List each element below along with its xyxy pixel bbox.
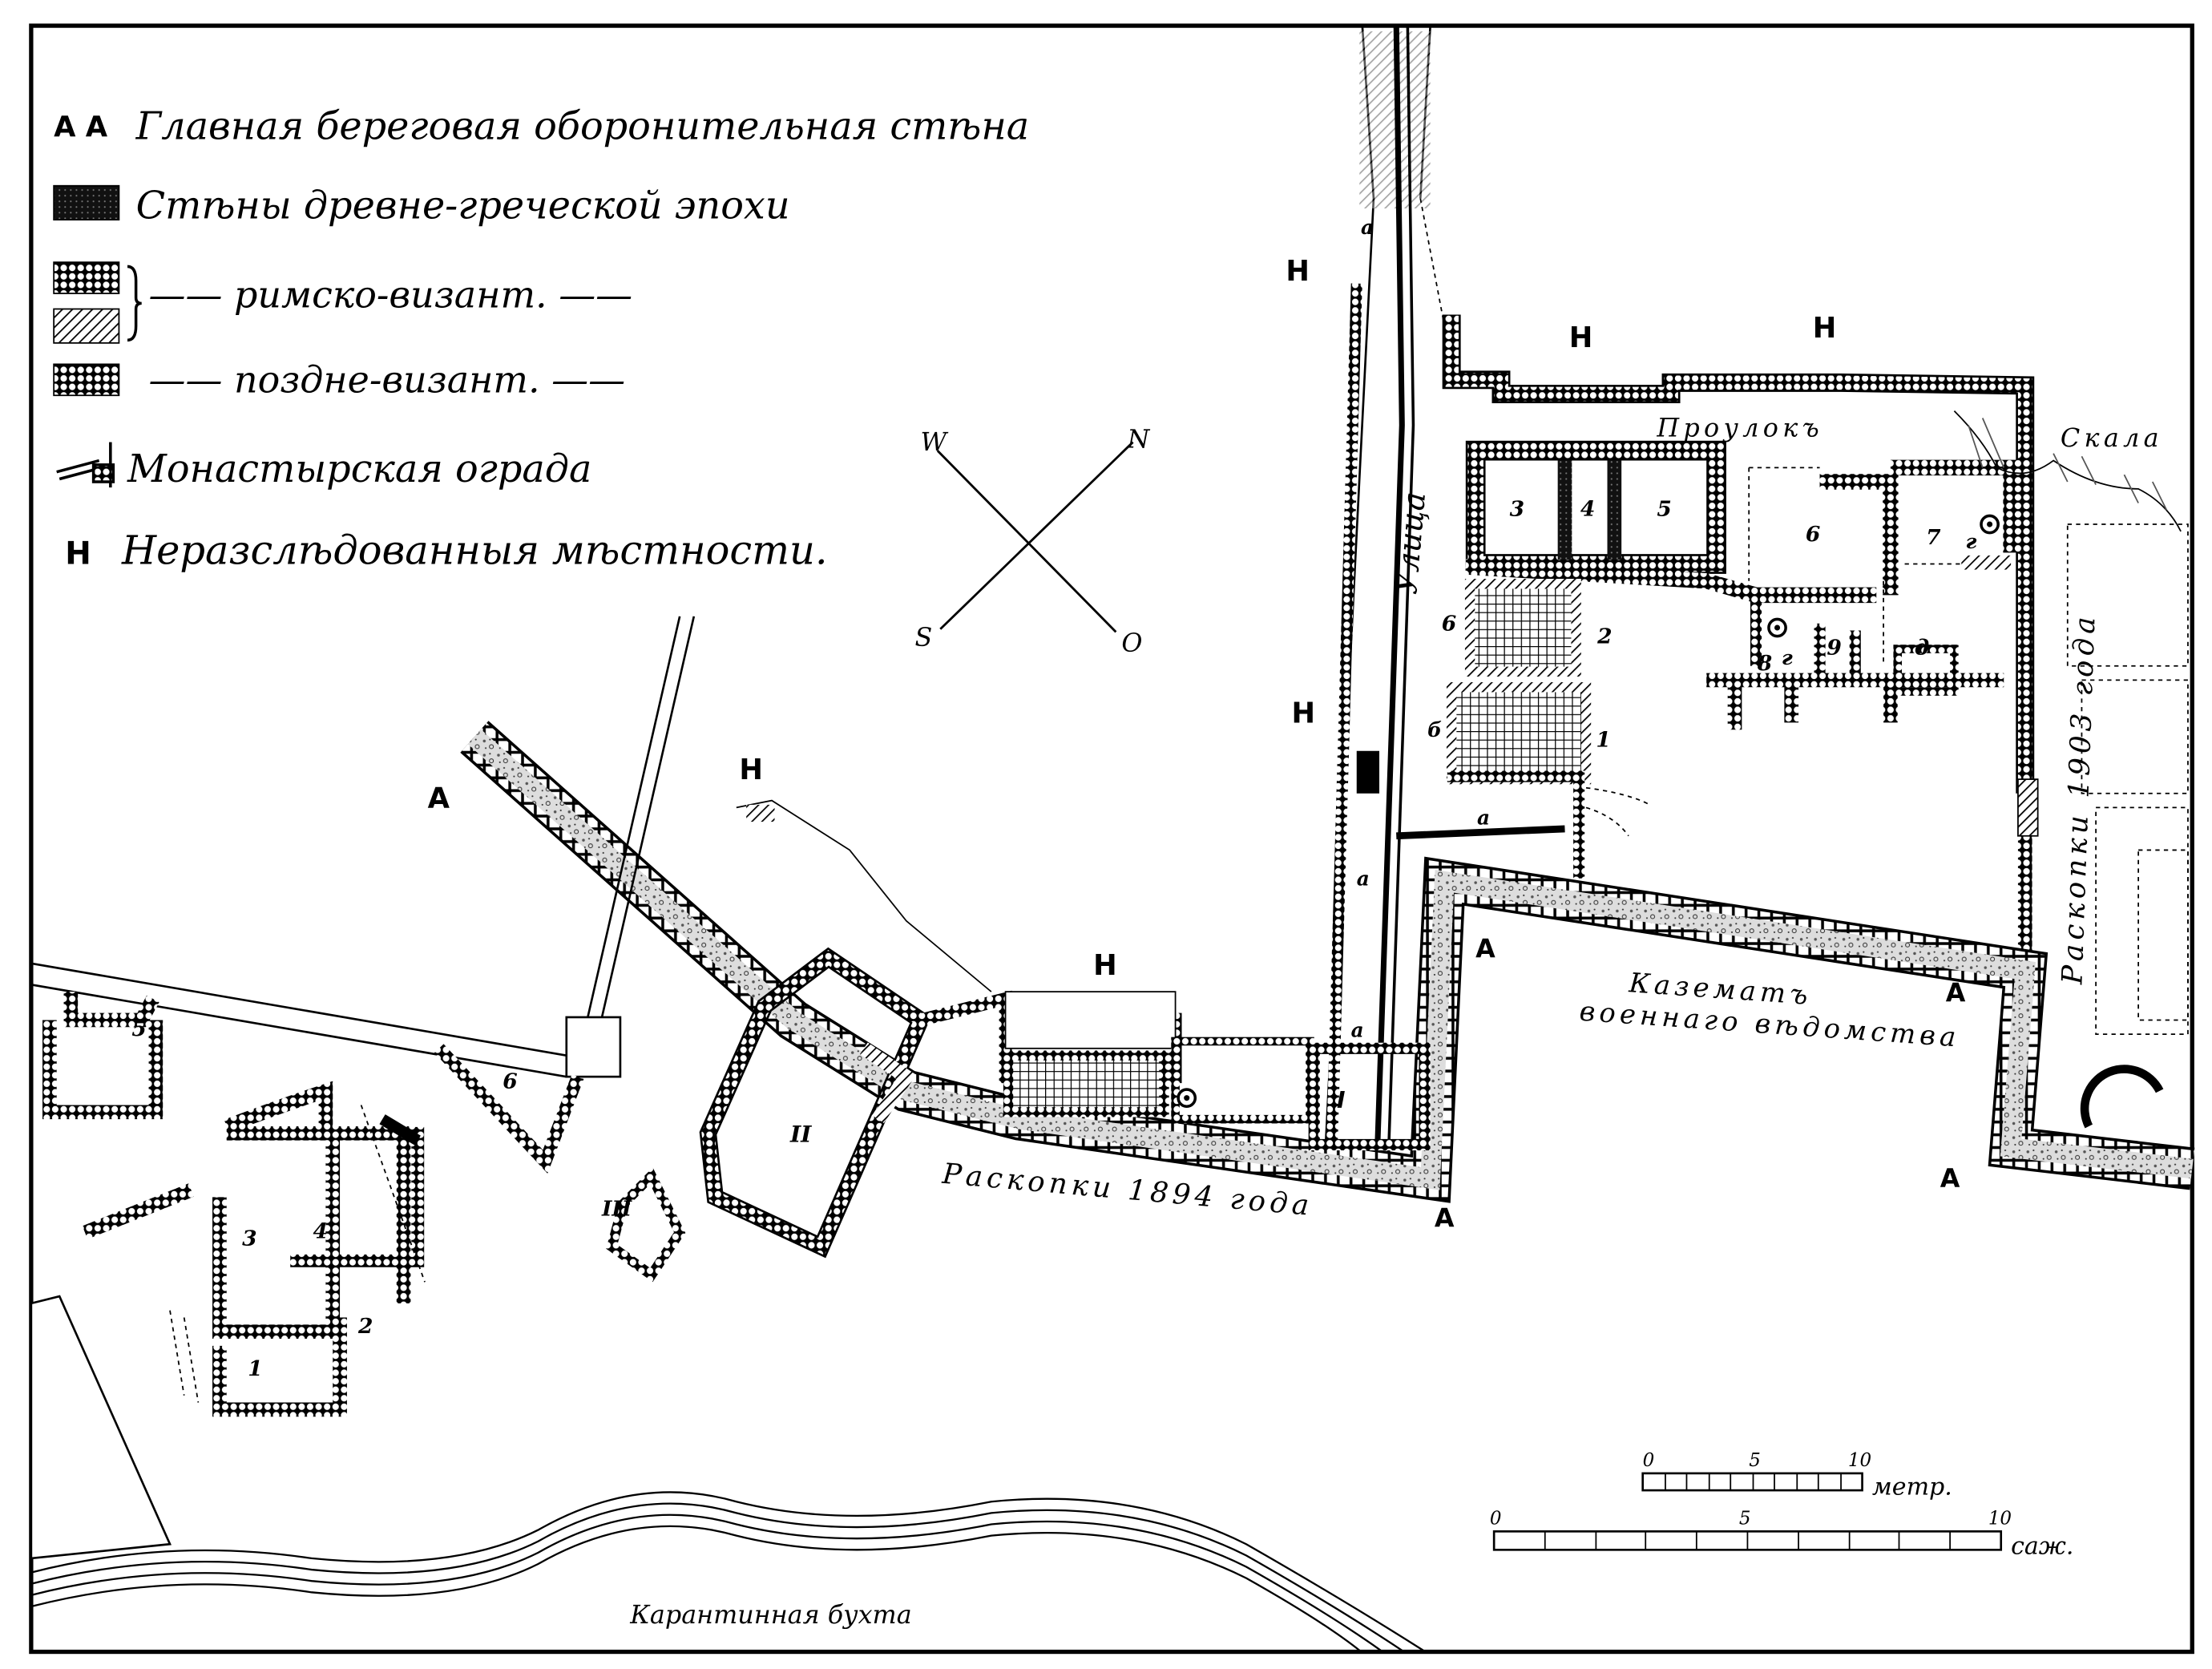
room-9: 9 [1827, 636, 1841, 661]
room-6-street: 6 [1442, 612, 1456, 636]
northern-complex [1442, 314, 2189, 1036]
legend-label-fence: Монастырская ограда [127, 447, 591, 491]
label-lane: Проулокъ [1656, 413, 1823, 443]
legend-symbol-aa: A A [54, 111, 108, 143]
h-mark: H [1093, 949, 1117, 982]
room-w1: 1 [248, 1356, 262, 1381]
fence-icon [56, 442, 115, 488]
central-structures [30, 616, 1431, 1283]
scale-sazhen-unit: саж. [2011, 1533, 2073, 1561]
room-2: 2 [1596, 624, 1612, 649]
compass-n: N [1127, 425, 1151, 455]
letter-b: б [1427, 718, 1442, 742]
legend-swatch-roman-1 [53, 261, 120, 294]
label-bay: Карантинная бухта [629, 1600, 911, 1630]
legend-swatch-late [53, 363, 120, 397]
legend-label-main-wall: Главная береговая оборонительная стѣна [135, 104, 1030, 148]
a-mark: A [1475, 935, 1496, 964]
scale-metres-unit: метр. [1872, 1473, 1952, 1501]
a-mark: A [1435, 1203, 1455, 1233]
label-street: Улица [1388, 491, 1433, 596]
street: Улица [1322, 25, 1565, 1177]
label-excavations-1903: Раскопки 1903 года [2056, 612, 2101, 986]
compass-rose: W N S O [914, 425, 1150, 658]
compass-w: W [921, 427, 949, 457]
legend-label-late: —— поздне-визант. —— [149, 358, 626, 402]
room-w5: 5 [131, 1016, 146, 1041]
scale-bar-metres: 0 5 10 метр. [1641, 1450, 1952, 1501]
a-mark: A [1940, 1164, 1960, 1194]
room-5: 5 [1657, 496, 1671, 521]
legend-label-greek: Стѣны древне-греческой эпохи [136, 184, 790, 228]
legend-brace [127, 265, 142, 342]
legend: A A Главная береговая оборонительная стѣ… [53, 104, 1030, 574]
legend-swatch-roman-2 [53, 308, 120, 344]
room-4: 4 [1580, 496, 1595, 521]
main-sea-wall [460, 721, 2195, 1203]
room-w2: 2 [357, 1314, 373, 1339]
map-frame [29, 23, 2194, 1655]
letter-d: д [1915, 636, 1929, 661]
wall-marks: A A A A A [428, 782, 1966, 1233]
room-w3: 3 [242, 1226, 256, 1251]
scale-bar-sazhen: 0 5 10 саж. [1490, 1509, 2074, 1561]
h-mark: H [1286, 255, 1310, 288]
room-7: 7 [1926, 525, 1941, 550]
room-3: 3 [1510, 496, 1524, 521]
compass-o: O [1121, 628, 1142, 658]
h-mark: H [1813, 312, 1837, 345]
scale-metres-tick: 10 [1848, 1450, 1871, 1471]
legend-symbol-h: H [65, 536, 91, 572]
legend-label-roman: —— римско-визант. —— [149, 273, 633, 317]
letter-a: а [1357, 867, 1370, 891]
h-mark: H [1291, 697, 1315, 729]
western-rooms [30, 992, 584, 1560]
room-roman-3: III [601, 1196, 633, 1221]
room-w4: 4 [313, 1219, 327, 1244]
scale-sazhen-tick: 0 [1490, 1509, 1502, 1530]
h-mark: H [739, 754, 763, 786]
a-mark: A [428, 782, 450, 814]
room-6: 6 [1806, 522, 1820, 547]
letter-a: а [1477, 806, 1490, 830]
room-8: 8 [1757, 651, 1772, 676]
legend-swatch-greek [53, 184, 120, 221]
room-numbers: I II III 3 4 5 6 7 2 1 6 8 9 5 6 3 4 2 1… [131, 216, 1976, 1381]
scale-sazhen-tick: 5 [1739, 1509, 1751, 1530]
scale-sazhen-tick: 10 [1988, 1509, 2012, 1530]
h-mark: H [1569, 321, 1593, 354]
rock-outline [1953, 410, 2182, 532]
letter-g: г [1782, 646, 1793, 669]
letter-a: а [1351, 1019, 1364, 1042]
legend-label-unexplored: Неразслѣдованныя мѣстности. [121, 527, 828, 574]
room-1: 1 [1596, 727, 1610, 752]
coastline [30, 1491, 1424, 1651]
scale-metres-tick: 5 [1749, 1450, 1761, 1471]
label-rock: Скала [2061, 423, 2163, 453]
room-roman-1: I [1337, 1087, 1346, 1113]
letter-g: г [1966, 530, 1977, 553]
compass-s: S [914, 623, 932, 653]
greek-wall-fragment [1356, 750, 1380, 794]
room-w6: 6 [503, 1069, 517, 1093]
unexplored-marks: H H H H H H [739, 255, 1836, 982]
room-roman-2: II [789, 1120, 812, 1147]
scale-metres-tick: 0 [1643, 1450, 1655, 1471]
a-mark: A [1946, 979, 1966, 1008]
letter-a: а [1361, 216, 1374, 239]
